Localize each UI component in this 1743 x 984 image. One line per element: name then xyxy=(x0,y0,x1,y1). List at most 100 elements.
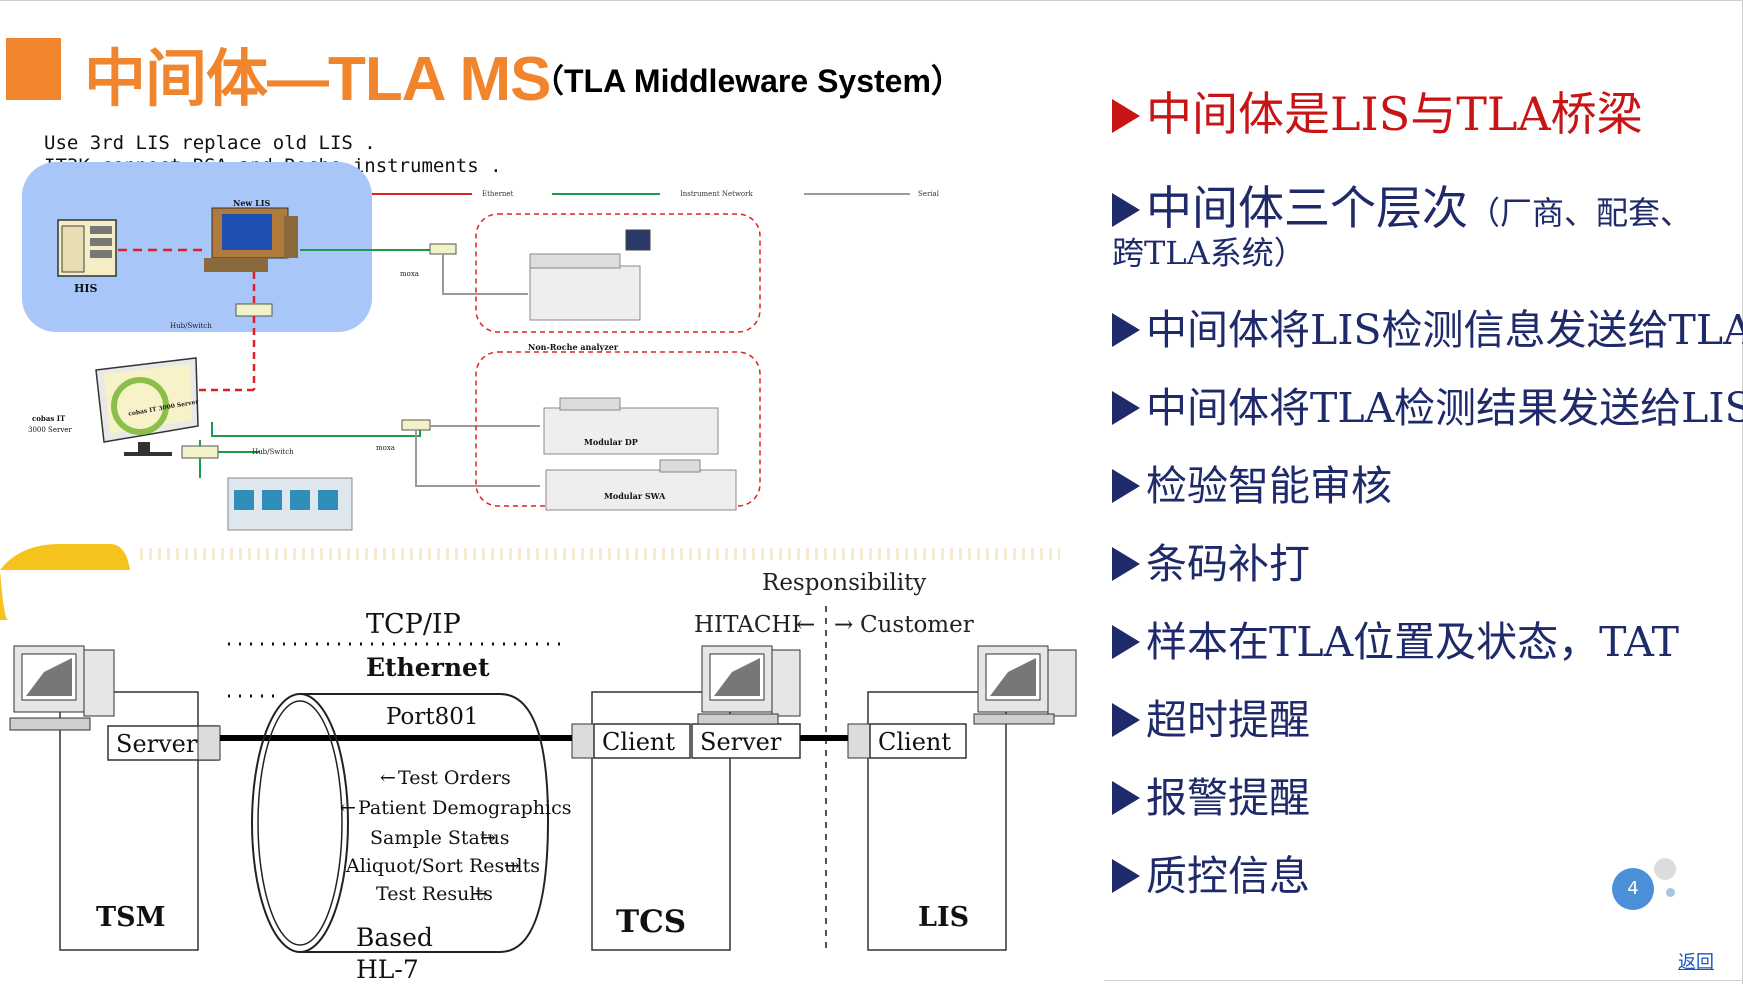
bullet-2-aside: （厂商、配套、 xyxy=(1468,194,1693,232)
hub-switch-bottom-icon xyxy=(181,445,219,459)
non-roche-label: Non-Roche analyzer xyxy=(528,342,619,352)
tsm-label: TSM xyxy=(96,902,165,933)
legend-serial-label: Serial xyxy=(918,190,940,198)
tsm-computer-icon xyxy=(9,645,115,731)
based-label: Based xyxy=(356,923,433,952)
bullet-6-text: 条码补打 xyxy=(1146,540,1310,588)
bullet-arrow-icon xyxy=(1112,547,1140,581)
message-arrow-1: ← xyxy=(380,767,396,789)
bullet-arrow-icon xyxy=(1112,781,1140,815)
client-right-connector xyxy=(847,723,871,759)
bullet-arrow-icon xyxy=(1112,99,1140,133)
bullet-4-text: 中间体将TLA检测结果发送给LIS xyxy=(1146,384,1743,432)
slide-subtitle: （TLA Middleware System） xyxy=(532,63,963,99)
server-left-label: Server xyxy=(116,730,198,758)
bullet-9-text: 报警提醒 xyxy=(1146,774,1310,822)
message-5: Test Results xyxy=(376,883,493,905)
bullet-6: 条码补打 xyxy=(1112,530,1310,590)
bullet-arrow-icon xyxy=(1112,625,1140,659)
hl7-pipe-end xyxy=(251,693,349,953)
bullet-2: 中间体三个层次（厂商、配套、 xyxy=(1112,172,1692,238)
his-server-icon xyxy=(57,219,117,277)
moxa-swa-serial xyxy=(415,430,540,487)
lis-zone xyxy=(22,162,372,332)
bullet-1: 中间体是LIS与TLA桥梁 xyxy=(1112,78,1643,144)
new-lis-computer-icon xyxy=(204,207,298,272)
note-line-1: Use 3rd LIS replace old LIS . xyxy=(44,132,376,154)
moxa-bottom-label: moxa xyxy=(376,444,395,452)
bullet-5: 检验智能审核 xyxy=(1112,452,1392,512)
hitachi-label: HITACHI xyxy=(694,612,801,638)
slide-title: 中间体—TLA MS xyxy=(84,45,551,114)
ethernet-label: Ethernet xyxy=(366,653,490,682)
his-label: HIS xyxy=(74,282,98,295)
tsm-box xyxy=(59,691,199,951)
bullet-5-text: 检验智能审核 xyxy=(1146,462,1392,510)
hl7-pipe xyxy=(300,693,550,953)
cobas-it-computer-icon xyxy=(95,357,199,456)
lab-instrument-icon xyxy=(227,477,353,531)
bullet-arrow-icon xyxy=(1112,703,1140,737)
bullet-10: 质控信息 xyxy=(1112,842,1310,902)
port-label: Port801 xyxy=(386,704,479,730)
bullet-8-text: 超时提醒 xyxy=(1146,696,1310,744)
client-mid-label: Client xyxy=(602,728,675,756)
protocol-diagram: Responsibility HITACHI ← → Customer TCP/… xyxy=(9,570,1077,984)
bullet-4: 中间体将TLA检测结果发送给LIS xyxy=(1112,374,1743,434)
message-arrow-4: → xyxy=(504,855,520,877)
bullet-8: 超时提醒 xyxy=(1112,686,1310,746)
section-divider xyxy=(0,544,1060,620)
title-accent-bar xyxy=(6,38,61,100)
bullet-10-text: 质控信息 xyxy=(1146,852,1310,900)
roche-zone xyxy=(475,351,761,507)
bullet-9: 报警提醒 xyxy=(1112,764,1310,824)
bullet-arrow-icon xyxy=(1112,391,1140,425)
moxa-top-label: moxa xyxy=(400,270,419,278)
hl7-pipe-inner xyxy=(257,700,343,946)
modular-dp-icon xyxy=(543,397,719,455)
top-border xyxy=(0,0,1743,1)
customer-arrow: → xyxy=(834,612,853,638)
modular-dp-label: Modular DP xyxy=(584,437,638,447)
non-roche-analyzer-icon xyxy=(529,229,651,321)
message-arrow-3: → xyxy=(480,827,496,849)
bullet-arrow-icon xyxy=(1112,469,1140,503)
bullet-2-text: 中间体三个层次 xyxy=(1146,181,1468,235)
hub-switch-top-label: Hub/Switch xyxy=(170,322,212,330)
bottom-border xyxy=(1104,980,1742,981)
moxa-top-icon xyxy=(429,243,457,255)
message-1: Test Orders xyxy=(398,767,511,789)
lis-computer-icon xyxy=(973,645,1077,725)
message-2: Patient Demographics xyxy=(358,797,572,819)
tcs-label: TCS xyxy=(616,904,686,940)
lis-box xyxy=(867,691,1007,951)
client-mid-connector xyxy=(571,723,595,759)
message-3: Sample Status xyxy=(370,827,510,849)
tcs-box xyxy=(591,691,731,951)
page-number-badge: 4 xyxy=(1612,868,1654,910)
bullet-arrow-icon xyxy=(1112,313,1140,347)
decor-dot-small xyxy=(1666,888,1675,897)
bullet-2-continuation: 跨TLA系统） xyxy=(1112,234,1306,272)
tcs-computer-icon xyxy=(697,645,801,725)
bullet-7-text: 样本在TLA位置及状态，TAT xyxy=(1146,618,1679,666)
bullet-3: 中间体将LIS检测信息发送给TLA xyxy=(1112,296,1743,356)
new-lis-label: New LIS xyxy=(233,198,270,208)
client-right-box xyxy=(869,723,967,759)
non-roche-zone xyxy=(475,213,761,333)
message-arrow-2: ← xyxy=(340,797,356,819)
customer-label: Customer xyxy=(860,612,974,638)
moxa-top-serial xyxy=(442,254,528,295)
return-link[interactable]: 返回 xyxy=(1678,952,1714,973)
message-4: Aliquot/Sort Results xyxy=(345,855,540,877)
hl7-label: HL-7 xyxy=(356,955,419,984)
bullet-7: 样本在TLA位置及状态，TAT xyxy=(1112,608,1679,668)
server-3000-label: 3000 Server xyxy=(28,426,72,434)
client-right-label: Client xyxy=(878,728,951,756)
bullet-arrow-icon xyxy=(1112,193,1140,227)
modular-swa-label: Modular SWA xyxy=(604,491,666,501)
message-arrow-5: → xyxy=(472,883,488,905)
hub-switch-top-icon xyxy=(235,303,273,317)
lis-label: LIS xyxy=(918,902,969,933)
tcp-ip-label: TCP/IP xyxy=(366,609,461,640)
